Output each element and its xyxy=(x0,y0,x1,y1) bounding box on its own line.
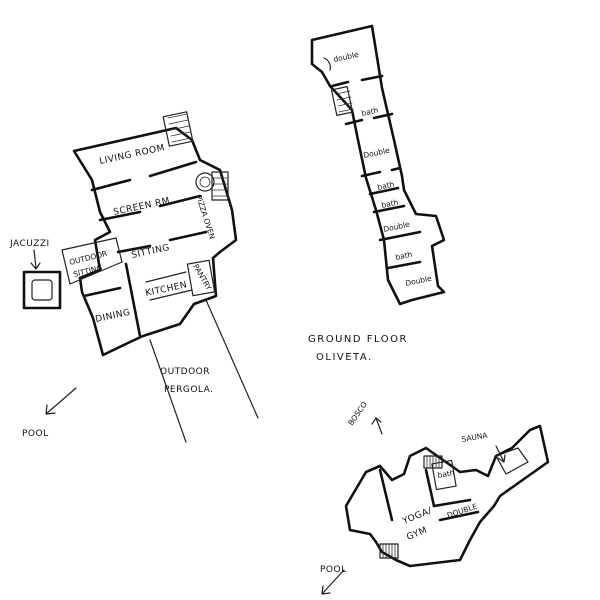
label-dining: DINING xyxy=(95,308,132,325)
label-living-room: LIVING ROOM xyxy=(99,143,166,167)
pizza-oven-inner xyxy=(199,176,211,188)
pizza-oven-stair-treads xyxy=(211,177,229,197)
pantry-box xyxy=(186,259,216,297)
wall-dining-kitchen-vertical xyxy=(124,262,142,338)
label-oliveta-bath-4: bath xyxy=(395,250,414,262)
main-house-plan: LIVING ROOM SCREEN RM PIZZA OVEN SITTING… xyxy=(9,111,259,443)
oliveta-wall-4 xyxy=(368,186,400,196)
oliveta-door-swing xyxy=(323,57,331,71)
label-screen-rm: SCREEN RM xyxy=(113,196,172,218)
lower-stair-bottom-treads xyxy=(382,543,396,559)
living-room-stair-treads xyxy=(167,113,192,143)
oliveta-stair xyxy=(330,86,354,116)
label-oliveta-bath-1: bath xyxy=(361,106,380,118)
label-oliveta-bath-2: bath xyxy=(377,180,396,192)
label-oliveta-caption-1: GROUND FLOOR xyxy=(308,334,408,345)
kitchen-counter xyxy=(145,271,193,301)
bosco-arrow xyxy=(371,417,383,435)
lower-wall-4 xyxy=(438,510,480,522)
main-pool-arrow xyxy=(45,387,77,415)
label-outdoor-pergola-1: OUTDOOR xyxy=(160,367,210,377)
label-lower-pool: POOL xyxy=(320,565,347,575)
label-oliveta-double-2: Double xyxy=(363,146,391,160)
sauna-outline xyxy=(495,447,529,475)
label-jacuzzi: JACUZZI xyxy=(9,239,50,249)
oliveta-outer-walls xyxy=(310,24,446,306)
oliveta-wall-5 xyxy=(372,204,406,214)
label-oliveta-double-1: double xyxy=(333,50,360,64)
jacuzzi-arrow xyxy=(30,249,41,270)
label-outdoor-pergola-2: PERGOLA. xyxy=(164,385,214,395)
lower-wall-2 xyxy=(424,468,436,508)
lower-pool-arrow xyxy=(321,569,345,595)
label-yoga-gym-1: YOGA/ xyxy=(400,506,434,527)
oliveta-wall-2 xyxy=(344,112,394,126)
label-main-pool: POOL xyxy=(22,429,49,439)
oliveta-wall-7 xyxy=(386,260,422,270)
lower-outer-walls xyxy=(344,424,550,568)
oliveta-wall-6 xyxy=(378,230,422,242)
label-oliveta-double-3: Double xyxy=(383,220,411,234)
pizza-oven-dome xyxy=(195,172,215,192)
outdoor-sitting-outline xyxy=(61,237,123,285)
living-room-stair xyxy=(162,111,194,147)
label-yoga-gym-2: GYM xyxy=(405,526,428,543)
wall-sitting-kitchen xyxy=(116,230,208,254)
oliveta-plan: double bath Double bath bath Double bath… xyxy=(308,24,446,363)
label-oliveta-double-4: Double xyxy=(405,274,433,288)
wall-screen-sitting xyxy=(98,194,202,222)
label-oliveta-caption-2: OLIVETA. xyxy=(316,352,373,363)
outdoor-pergola-edges xyxy=(149,299,259,443)
lower-wall-3 xyxy=(432,498,472,508)
jacuzzi-basin xyxy=(22,270,62,310)
label-sauna: SAUNA xyxy=(461,430,489,444)
label-oliveta-bath-3: bath xyxy=(381,198,400,210)
lower-stair-top-treads xyxy=(426,455,440,469)
main-house-outer-walls xyxy=(72,126,238,357)
wall-living-screen xyxy=(90,160,198,192)
label-outdoor-sitting-1: OUTDOOR xyxy=(68,249,108,267)
lower-level-plan: BOSCO SAUNA bath YOGA/ GYM DOUBLE POOL xyxy=(320,400,550,595)
wall-kitchen-dining xyxy=(82,286,122,298)
oliveta-wall-1 xyxy=(330,74,384,88)
oliveta-stair-treads xyxy=(335,90,354,113)
pizza-oven-stair xyxy=(211,171,229,201)
label-bosco: BOSCO xyxy=(346,400,369,427)
oliveta-wall-3 xyxy=(360,166,402,178)
lower-wall-1 xyxy=(378,468,394,522)
sauna-arrow xyxy=(495,445,506,463)
jacuzzi-inner xyxy=(31,279,53,301)
label-lower-bath: bath xyxy=(437,468,456,480)
